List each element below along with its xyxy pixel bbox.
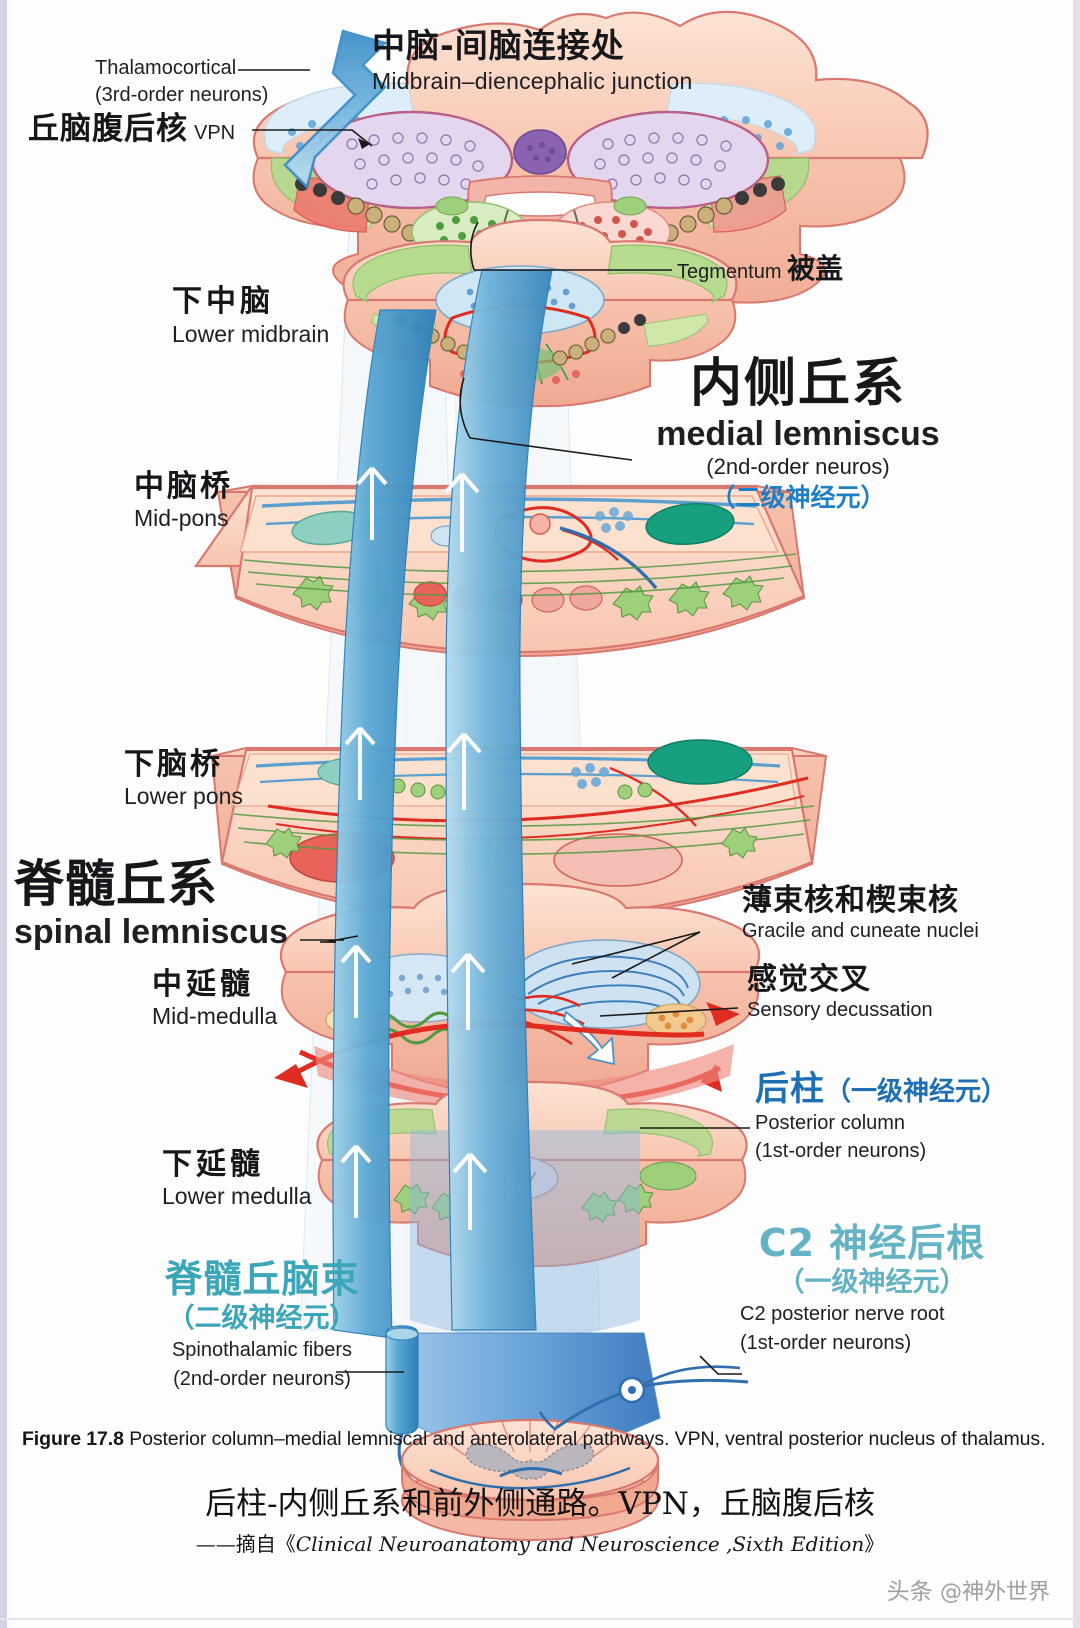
tegmentum-cn: 被盖: [787, 252, 844, 285]
c2-root-en2: (1st-order neurons): [740, 1331, 912, 1354]
label-midbrain-diencephalic-junction: 中脑-间脑连接处 Midbrain–diencephalic junction: [372, 26, 693, 95]
vpn-cn: 丘脑腹后核: [28, 111, 188, 147]
page-edge-left: [0, 0, 7, 1628]
label-medial-lemniscus: 内侧丘系 medial lemniscus (2nd-order neuros)…: [638, 355, 958, 512]
watermark-platform: 头条: [886, 1579, 933, 1605]
spinothalamic-en1: Spinothalamic fibers: [171, 1338, 353, 1361]
figure-source: ——摘自《Clinical Neuroanatomy and Neuroscie…: [0, 1528, 1080, 1557]
lower-midbrain-cn: 下中脑: [172, 284, 274, 319]
posterior-column-cn-row: 后柱（一级神经元）: [755, 1070, 1007, 1108]
posterior-column-en2: (1st-order neurons): [755, 1140, 927, 1163]
source-title: Clinical Neuroanatomy and Neuroscience ,…: [295, 1532, 865, 1556]
mid-medulla-cn: 中延髓: [152, 967, 254, 1002]
spinothalamic-cn-sub: （二级神经元）: [167, 1302, 357, 1334]
figure-caption-en: Figure 17.8 Posterior column–medial lemn…: [22, 1428, 1062, 1451]
medial-lemniscus-cn: 内侧丘系: [689, 354, 906, 414]
label-lower-midbrain: 下中脑 Lower midbrain: [172, 285, 329, 347]
label-spinothalamic-fibers: 脊髓丘脑束 （二级神经元） Spinothalamic fibers (2nd-…: [112, 1258, 412, 1392]
medial-lemniscus-en-sub: (2nd-order neuros): [706, 454, 890, 480]
posterior-column-cn: 后柱: [755, 1069, 825, 1109]
spinothalamic-en2: (2nd-order neurons): [173, 1367, 351, 1390]
label-vpn: 丘脑腹后核 VPN: [28, 112, 235, 147]
vpn-abbr: VPN: [194, 122, 236, 144]
lower-medulla-cn: 下延髓: [162, 1147, 264, 1182]
spinal-lemniscus-en: spinal lemniscus: [14, 913, 288, 951]
lower-pons-cn: 下脑桥: [124, 747, 223, 782]
gracile-cuneate-en: Gracile and cuneate nuclei: [742, 919, 979, 942]
mdj-en: Midbrain–diencephalic junction: [372, 67, 693, 94]
bottom-divider: [0, 1618, 1080, 1620]
mid-pons-en: Mid-pons: [134, 504, 229, 531]
tegmentum-en: Tegmentum: [677, 261, 782, 283]
label-tegmentum: Tegmentum 被盖: [677, 253, 843, 284]
page-edge-right: [1073, 0, 1080, 1628]
c2-root-cn-sub: （一级神经元）: [777, 1266, 967, 1298]
figure-caption-cn: 后柱-内侧丘系和前外侧通路。VPN，丘脑腹后核: [205, 1486, 875, 1522]
source-suffix: 》: [864, 1532, 885, 1556]
figure-number: Figure 17.8: [22, 1428, 124, 1450]
sensory-decussation-cn: 感觉交叉: [747, 962, 871, 997]
thalamocortical-line1: Thalamocortical: [95, 57, 237, 79]
label-lower-medulla: 下延髓 Lower medulla: [162, 1148, 312, 1209]
sensory-decussation-en: Sensory decussation: [747, 998, 933, 1021]
medial-lemniscus-en: medial lemniscus: [656, 415, 940, 454]
spinothalamic-cn: 脊髓丘脑束: [164, 1257, 360, 1301]
watermark-handle: @神外世界: [939, 1580, 1050, 1605]
lower-medulla-en: Lower medulla: [162, 1182, 312, 1209]
posterior-column-en1: Posterior column: [755, 1112, 906, 1135]
label-gracile-cuneate-nuclei: 薄束核和楔束核 Gracile and cuneate nuclei: [742, 884, 979, 942]
medial-lemniscus-cn-sub: （二级神经元）: [710, 482, 886, 512]
thalamocortical-line2: (3rd-order neurons): [95, 84, 269, 106]
spinal-lemniscus-cn: 脊髓丘系: [14, 855, 218, 913]
label-spinal-lemniscus: 脊髓丘系 spinal lemniscus: [14, 856, 288, 951]
posterior-column-cn-sub: （一级神经元）: [825, 1077, 1008, 1107]
c2-root-cn: C2 神经后根: [758, 1221, 986, 1265]
mid-medulla-en: Mid-medulla: [152, 1002, 278, 1029]
mid-pons-cn: 中脑桥: [134, 469, 233, 504]
label-sensory-decussation: 感觉交叉 Sensory decussation: [747, 963, 933, 1021]
gracile-cuneate-cn: 薄束核和楔束核: [742, 883, 959, 918]
lower-pons-en: Lower pons: [124, 782, 243, 809]
label-posterior-column: 后柱（一级神经元） Posterior column (1st-order ne…: [755, 1070, 1007, 1164]
lower-midbrain-en: Lower midbrain: [172, 320, 330, 347]
label-c2-posterior-nerve-root: C2 神经后根 （一级神经元） C2 posterior nerve root …: [722, 1222, 1022, 1356]
label-mid-pons: 中脑桥 Mid-pons: [134, 470, 233, 531]
label-thalamocortical: Thalamocortical (3rd-order neurons): [95, 55, 268, 109]
label-lower-pons: 下脑桥 Lower pons: [124, 748, 243, 809]
figure-caption-text: Posterior column–medial lemniscal and an…: [129, 1428, 1046, 1450]
mdj-cn: 中脑-间脑连接处: [372, 26, 625, 65]
watermark: 头条 @神外世界: [887, 1572, 1050, 1606]
c2-root-en1: C2 posterior nerve root: [740, 1302, 945, 1325]
label-mid-medulla: 中延髓 Mid-medulla: [152, 968, 277, 1029]
source-prefix: ——摘自《: [195, 1532, 296, 1556]
